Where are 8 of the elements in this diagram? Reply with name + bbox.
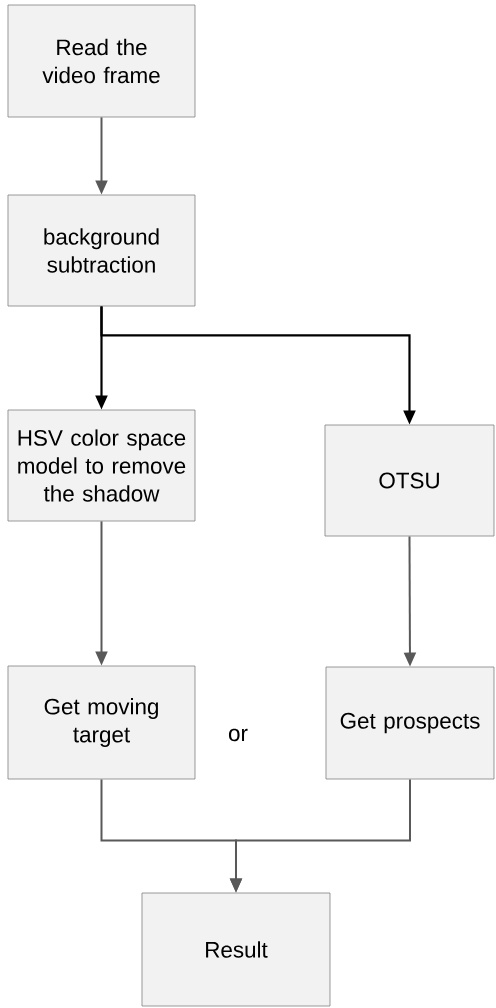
process-box: HSV color space model to remove the shadow — [7, 409, 196, 522]
text-label: or — [228, 728, 248, 742]
process-box: Result — [141, 892, 331, 1007]
process-box: Get moving target — [7, 665, 196, 780]
process-box: OTSU — [324, 424, 495, 537]
process-box: Get prospects — [325, 666, 495, 780]
process-box: Read the video frame — [7, 4, 196, 118]
process-box: background subtraction — [7, 194, 196, 307]
